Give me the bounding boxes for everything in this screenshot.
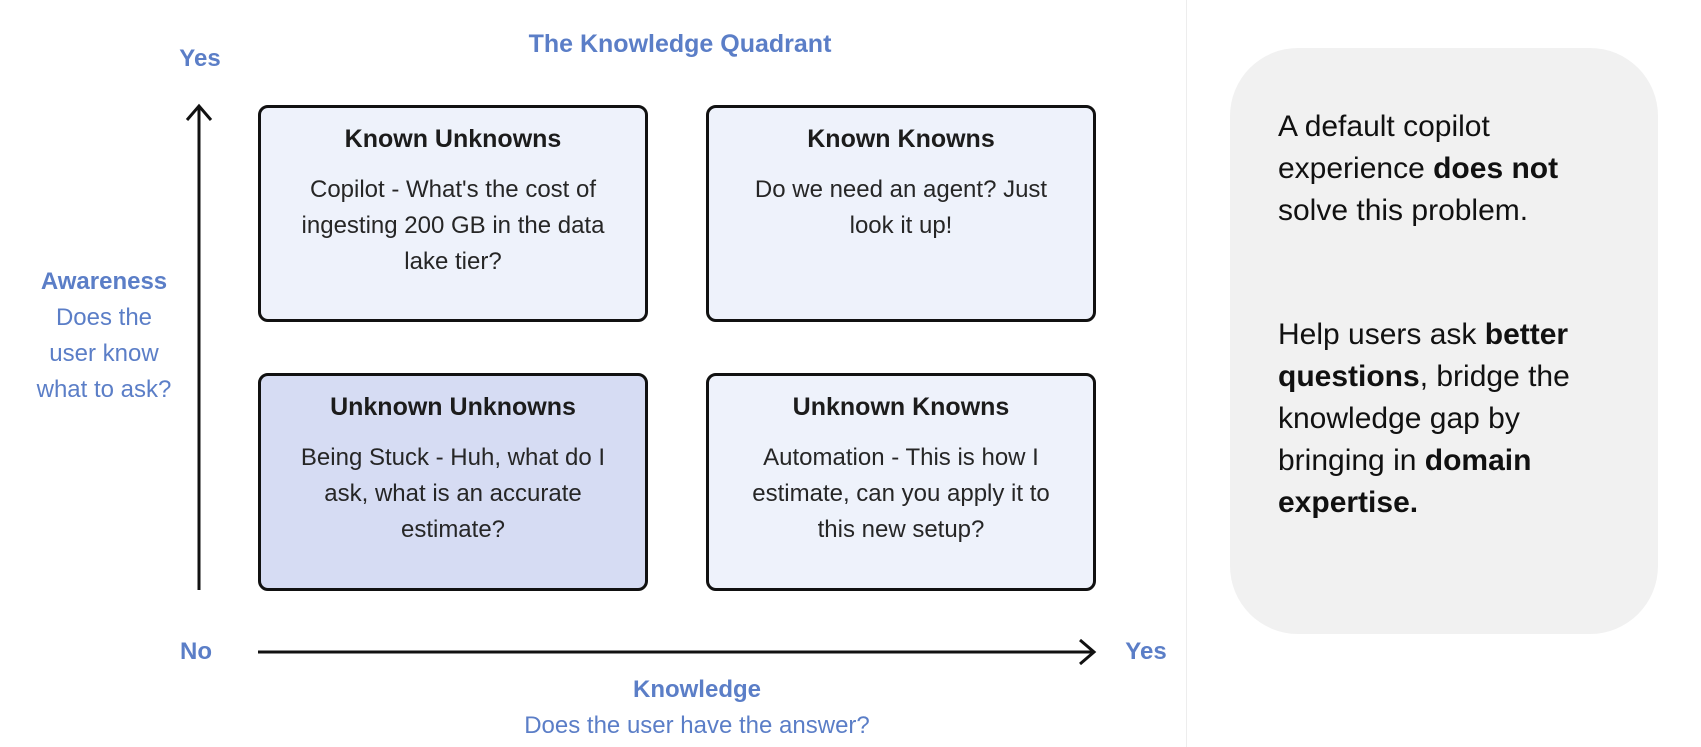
y-axis-question-line-2: user know (49, 340, 159, 367)
y-axis-question-line-3: what to ask? (36, 376, 172, 403)
panel-divider (1186, 0, 1187, 747)
y-axis-arrowhead (185, 103, 213, 121)
quadrant-title: Unknown Knowns (792, 393, 1010, 421)
x-axis-name: Knowledge (632, 676, 761, 703)
callout-paragraph-1: A default copilot experience does not so… (1278, 106, 1622, 232)
y-axis-name: Awareness (40, 268, 168, 295)
callout-text: , bridge the knowledge gap by bringing i… (1278, 360, 1570, 477)
x-axis-right-label: Yes (1125, 638, 1167, 665)
callout-paragraph-2: Help users ask better questions, bridge … (1278, 314, 1622, 524)
callout-box: A default copilot experience does not so… (1230, 48, 1658, 634)
quadrant-text: Being Stuck - Huh, what do I ask, what i… (300, 444, 606, 543)
quadrant-unknown-knowns: Unknown Knowns Automation - This is how … (706, 373, 1096, 591)
quadrant-title: Known Knowns (807, 125, 995, 153)
quadrant-text: Copilot - What's the cost of ingesting 2… (301, 176, 605, 275)
x-axis-arrowhead (1079, 638, 1097, 666)
callout-emphasis: does not (1433, 152, 1559, 185)
axes-graphic (185, 103, 1097, 666)
quadrant-known-knowns: Known Knowns Do we need an agent? Just l… (706, 105, 1096, 322)
x-axis-caption: Knowledge Does the user have the answer? (450, 672, 944, 744)
quadrant-diagram-panel: The Knowledge Quadrant Yes Awareness Doe… (20, 30, 1167, 744)
quadrant-title: Known Unknowns (344, 125, 562, 153)
quadrant-text: Automation - This is how I estimate, can… (752, 444, 1050, 543)
x-axis-question: Does the user have the answer? (524, 712, 870, 739)
y-axis-question-line-1: Does the (55, 304, 153, 331)
diagram-title: The Knowledge Quadrant (528, 30, 832, 58)
x-axis-left-label: No (180, 638, 212, 665)
quadrant-known-unknowns: Known Unknowns Copilot - What's the cost… (258, 105, 648, 322)
y-axis-caption: Awareness Does the user know what to ask… (20, 264, 188, 408)
quadrant-unknown-unknowns: Unknown Unknowns Being Stuck - Huh, what… (258, 373, 648, 591)
callout-text: A default copilot experience (1278, 110, 1490, 185)
y-axis-top-label: Yes (179, 45, 221, 72)
callout-text: Help users ask (1278, 318, 1485, 351)
quadrant-text: Do we need an agent? Just look it up! (754, 176, 1048, 239)
callout-emphasis: better questions (1278, 318, 1569, 393)
callout-text: solve this problem. (1278, 194, 1529, 227)
quadrant-title: Unknown Unknowns (330, 393, 576, 421)
callout-emphasis: domain expertise. (1278, 444, 1532, 519)
